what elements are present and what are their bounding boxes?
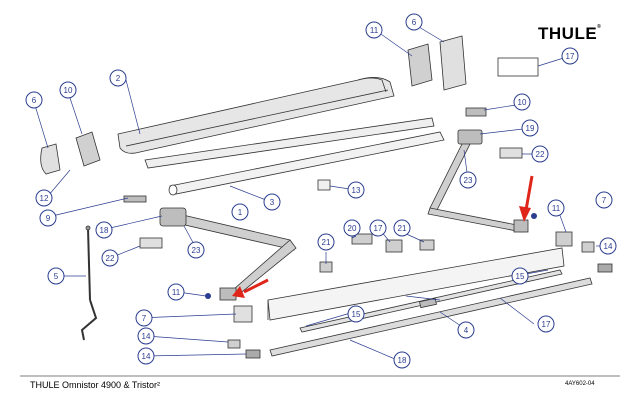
callout-6-left: 6 (25, 91, 43, 109)
svg-text:11: 11 (172, 288, 181, 297)
callout-4: 3 (263, 193, 281, 211)
callout-6-top: 6 (405, 13, 423, 31)
svg-text:20: 20 (348, 224, 357, 233)
svg-text:6: 6 (32, 96, 37, 105)
callouts: 2 11 6 6 10 12 9 1 3 13 10 19 17 22 23 1… (25, 13, 617, 369)
svg-text:21: 21 (398, 224, 407, 233)
svg-text:17: 17 (542, 320, 551, 329)
callout-11-right: 11 (547, 199, 565, 217)
svg-text:12: 12 (40, 194, 49, 203)
svg-text:17: 17 (374, 224, 383, 233)
callout-16: 17 (561, 47, 579, 65)
callout-22-right: 22 (531, 145, 549, 163)
svg-text:17: 17 (566, 52, 575, 61)
callout-21-right: 21 (393, 219, 411, 237)
svg-text:21: 21 (322, 238, 331, 247)
callout-14-left-upper: 14 (137, 327, 155, 345)
callout-11-left: 11 (167, 283, 185, 301)
svg-text:23: 23 (192, 246, 201, 255)
svg-text:4: 4 (464, 326, 469, 335)
joint-dot-right (531, 213, 537, 219)
svg-text:1: 1 (238, 208, 243, 217)
callout-1: 1 (231, 203, 249, 221)
svg-text:3: 3 (270, 198, 275, 207)
callout-7-right: 7 (595, 191, 613, 209)
end-caps (40, 35, 467, 175)
brackets (123, 57, 613, 359)
svg-text:13: 13 (352, 186, 361, 195)
crank-handle (80, 225, 98, 341)
svg-text:14: 14 (142, 332, 151, 341)
svg-text:10: 10 (518, 98, 527, 107)
svg-text:22: 22 (106, 254, 115, 263)
svg-text:14: 14 (142, 352, 151, 361)
callout-17-bottom: 18 (393, 351, 411, 369)
callout-12: 12 (35, 189, 53, 207)
svg-text:23: 23 (464, 176, 473, 185)
callout-14-left-lower: 14 (137, 347, 155, 365)
callout-19: 19 (521, 119, 539, 137)
callout-10-right: 10 (513, 93, 531, 111)
svg-text:14: 14 (604, 242, 613, 251)
arrow-left (232, 278, 269, 298)
callout-3: 4 (457, 321, 475, 339)
svg-text:7: 7 (602, 196, 607, 205)
svg-text:15: 15 (352, 310, 361, 319)
callout-17-right: 17 (537, 315, 555, 333)
svg-text:7: 7 (142, 314, 147, 323)
svg-text:5: 5 (54, 272, 59, 281)
callout-5: 5 (47, 267, 65, 285)
callout-23-right: 23 (459, 171, 477, 189)
callout-15-right: 15 (511, 267, 529, 285)
callout-2: 2 (109, 69, 127, 87)
back-rail (267, 247, 565, 321)
svg-text:10: 10 (64, 86, 73, 95)
front-profile (117, 77, 395, 154)
callout-21-left: 21 (317, 233, 335, 251)
svg-text:22: 22 (536, 150, 545, 159)
arrow-right (519, 175, 534, 222)
highlight-arrows (232, 175, 534, 298)
callout-22-left: 22 (101, 249, 119, 267)
callout-13: 13 (347, 181, 365, 199)
svg-text:6: 6 (412, 18, 417, 27)
thule-logo: THULE® (538, 24, 602, 43)
callout-14-right: 14 (599, 237, 617, 255)
svg-text:9: 9 (46, 214, 51, 223)
svg-text:18: 18 (100, 226, 109, 235)
callout-8: 10 (59, 81, 77, 99)
svg-text:11: 11 (552, 204, 561, 213)
svg-text:18: 18 (398, 356, 407, 365)
svg-text:11: 11 (370, 26, 379, 35)
left-arm (159, 207, 297, 301)
callout-9: 11 (365, 21, 383, 39)
svg-text:19: 19 (526, 124, 535, 133)
callout-15-mid: 15 (347, 305, 365, 323)
footer-title: THULE Omnistor 4900 & Tristor² (30, 380, 161, 390)
callout-23-left: 23 (187, 241, 205, 259)
drawing-code: 4AY602-04 (565, 381, 595, 387)
svg-text:15: 15 (516, 272, 525, 281)
right-arm (427, 129, 529, 233)
callout-20: 20 (343, 219, 361, 237)
callout-10-left: 9 (39, 209, 57, 227)
svg-text:2: 2 (116, 74, 121, 83)
callout-7-left: 7 (135, 309, 153, 327)
joint-dot-left (205, 293, 211, 299)
lower-rod (269, 269, 593, 357)
callout-16-mid: 17 (369, 219, 387, 237)
callout-18: 18 (95, 221, 113, 239)
fabric-roller (144, 117, 445, 196)
